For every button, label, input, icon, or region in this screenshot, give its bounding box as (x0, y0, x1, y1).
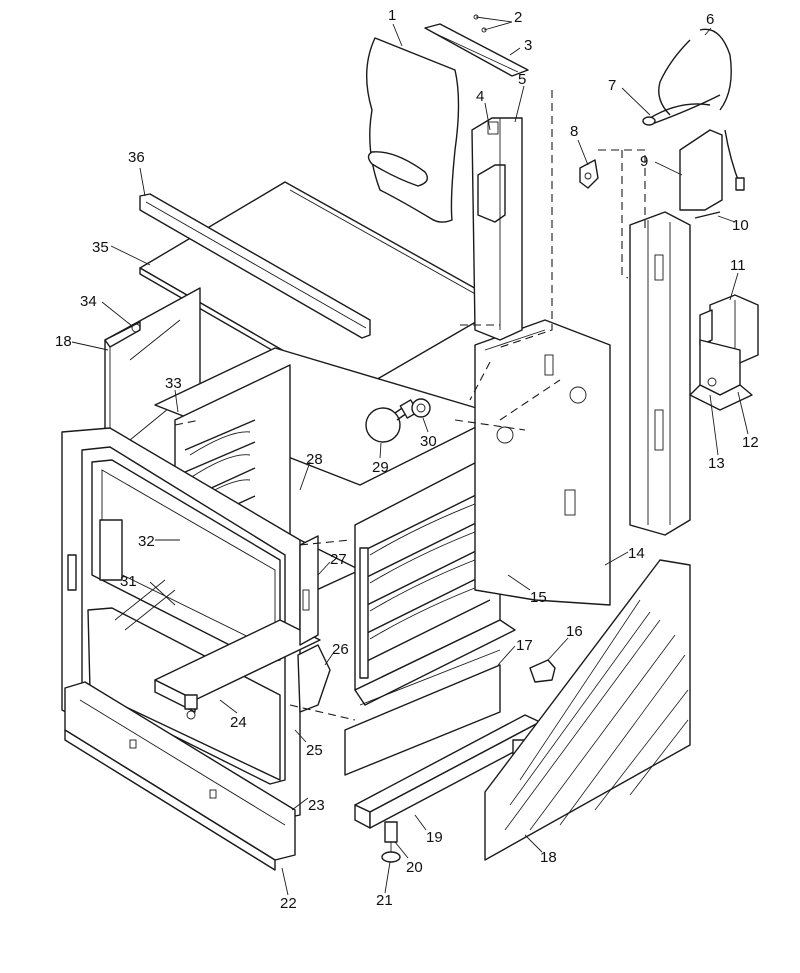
callout-2: 2 (514, 9, 522, 26)
part-bracket-16 (529, 659, 556, 683)
part-drawer-panel (344, 649, 501, 776)
part-left-side-strip (104, 321, 141, 348)
callout-29: 29 (372, 459, 389, 476)
callout-4: 4 (476, 88, 484, 105)
callout-26: 26 (332, 641, 349, 658)
leader-lines (71, 16, 749, 896)
callout-18-right: 18 (540, 849, 557, 866)
callout-23: 23 (308, 797, 325, 814)
part-side-trim-27 (299, 535, 319, 646)
callout-15: 15 (530, 589, 547, 606)
part-lamp-socket (411, 398, 431, 418)
callout-32: 32 (138, 533, 155, 550)
part-right-side-panel (484, 559, 691, 861)
callout-20: 20 (406, 859, 423, 876)
callout-13: 13 (708, 455, 725, 472)
callout-30: 30 (420, 433, 437, 450)
part-top-bracket (424, 23, 529, 77)
part-kick-panel (64, 681, 296, 871)
part-wire-harness (642, 28, 745, 191)
callout-18-left: 18 (55, 333, 72, 350)
callout-10: 10 (732, 217, 749, 234)
part-side-trim-26 (297, 644, 331, 713)
callout-24: 24 (230, 714, 247, 731)
part-sensor-bracket (679, 129, 723, 219)
callout-31: 31 (120, 573, 137, 590)
part-bottom-rails (154, 619, 321, 720)
callout-25: 25 (306, 742, 323, 759)
callout-35: 35 (92, 239, 109, 256)
callout-7: 7 (608, 77, 616, 94)
callout-22: 22 (280, 895, 297, 912)
assembly-lines (174, 90, 646, 721)
callout-34: 34 (80, 293, 97, 310)
callout-1: 1 (388, 7, 396, 24)
callout-11: 11 (730, 257, 746, 274)
callout-21: 21 (376, 892, 393, 909)
part-vent-duct (471, 117, 523, 341)
part-temp-sensor (579, 159, 599, 189)
callout-labels: 1 2 3 4 5 6 7 8 9 10 11 12 13 14 15 16 1… (55, 7, 759, 912)
callout-16: 16 (566, 623, 583, 640)
part-ignition-bracket (689, 339, 753, 411)
callout-14: 14 (628, 545, 645, 562)
callout-28: 28 (306, 451, 323, 468)
callout-19: 19 (426, 829, 443, 846)
callout-8: 8 (570, 123, 578, 140)
callout-36: 36 (128, 149, 145, 166)
callout-5: 5 (518, 71, 526, 88)
callout-3: 3 (524, 37, 532, 54)
callout-12: 12 (742, 434, 759, 451)
callout-6: 6 (706, 11, 714, 28)
part-rear-trim (139, 193, 371, 339)
part-rear-panel (474, 319, 611, 606)
callout-33: 33 (165, 375, 182, 392)
callout-17: 17 (516, 637, 533, 654)
callout-27: 27 (330, 551, 347, 568)
callout-9: 9 (640, 153, 648, 170)
part-right-channel (629, 211, 691, 536)
part-vent-shield (365, 37, 460, 223)
